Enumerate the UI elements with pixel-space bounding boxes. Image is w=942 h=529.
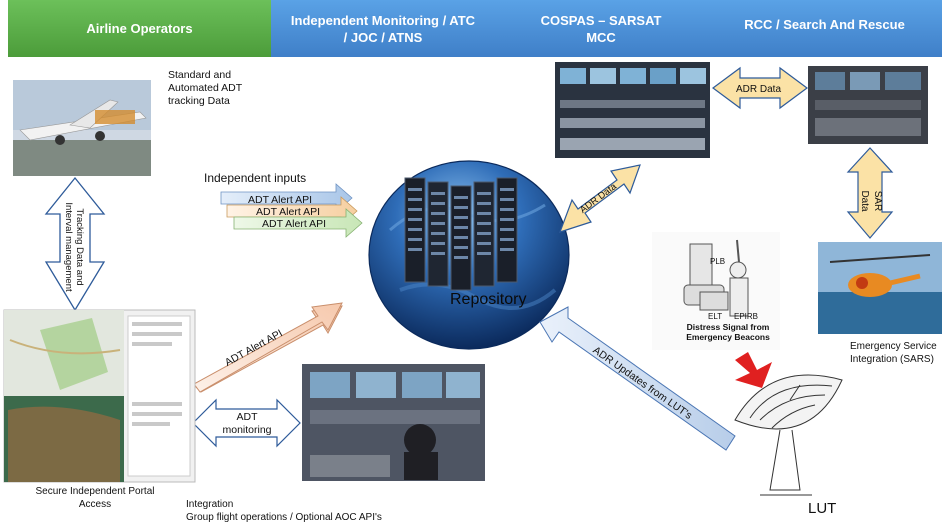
sar-data-label: SAR Data xyxy=(859,190,883,212)
integration-label: Integration xyxy=(186,499,234,510)
header-rcc-sar: RCC / Search And Rescue xyxy=(707,0,942,57)
tracking-mgmt-label: Tracking Data and Interval management xyxy=(63,202,85,292)
beacons-illustration xyxy=(652,232,780,350)
group-flight-label: Group flight operations / Optional AOC A… xyxy=(186,512,382,523)
adr-data-top-label: ADR Data xyxy=(736,84,782,95)
repository-label: Repository xyxy=(450,291,527,308)
header-airline-operators: Airline Operators xyxy=(8,0,271,57)
independent-inputs-label: Independent inputs xyxy=(204,171,307,185)
epirb-label: EPIRB xyxy=(734,312,759,321)
adt-alert-api-label-3: ADT Alert API xyxy=(262,218,326,230)
header-cospas-sarsat: COSPAS – SARSAT MCC xyxy=(495,0,707,57)
header-label: RCC / Search And Rescue xyxy=(744,17,905,32)
portal-screenshot xyxy=(3,309,196,483)
header-independent-monitoring: Independent Monitoring / ATC / JOC / ATN… xyxy=(271,0,495,57)
elt-label: ELT xyxy=(708,312,723,321)
emergency-label: Emergency Service Integration (SARS) xyxy=(850,341,937,365)
adr-updates-arrow xyxy=(539,306,736,451)
api-arrow-green xyxy=(233,208,363,238)
atc-room-photo xyxy=(302,364,485,481)
distress-signal-label: Distress Signal from Emergency Beacons xyxy=(686,322,770,342)
sar-data-vertical-arrow xyxy=(846,147,894,239)
adr-data-diagonal-arrow xyxy=(559,164,641,233)
red-down-arrow xyxy=(735,352,772,388)
helicopter-photo xyxy=(818,242,942,334)
adt-monitoring-label: ADT monitoring xyxy=(222,411,272,436)
lut-label: LUT xyxy=(808,500,837,517)
adt-alert-api-label-1: ADT Alert API xyxy=(248,194,312,206)
adt-monitoring-arrow xyxy=(192,398,301,448)
header-label: COSPAS – SARSAT MCC xyxy=(540,12,662,45)
header-label: Airline Operators xyxy=(86,21,193,36)
adt-tracking-label: Standard and Automated ADT tracking Data xyxy=(168,69,242,107)
adr-data-horizontal-arrow xyxy=(711,66,809,110)
header-label: Independent Monitoring / ATC / JOC / ATN… xyxy=(290,12,476,45)
airplane-photo xyxy=(13,80,151,176)
server-racks xyxy=(404,177,518,291)
lut-dish-illustration xyxy=(734,374,843,496)
plb-label: PLB xyxy=(710,257,726,266)
rcc-room-photo xyxy=(808,66,928,144)
secure-portal-label: Secure Independent Portal Access xyxy=(35,486,155,510)
mcc-control-room-photo xyxy=(555,62,710,158)
adt-alert-api-label-2: ADT Alert API xyxy=(256,206,320,218)
